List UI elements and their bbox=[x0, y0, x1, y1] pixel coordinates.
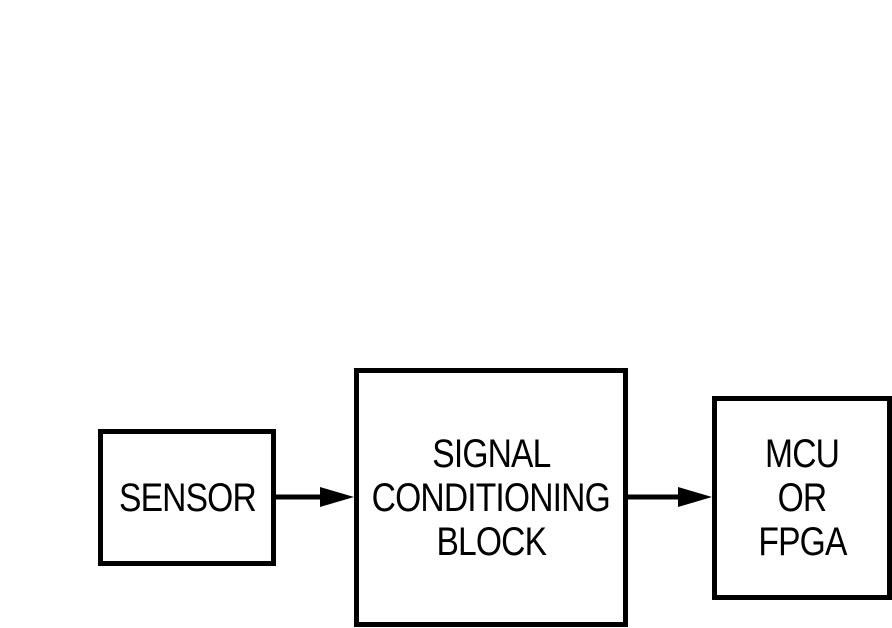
signal-conditioning-label-line-2: CONDITIONING bbox=[371, 475, 611, 520]
mcu-label-line-1: MCU bbox=[765, 432, 840, 476]
arrow-sensor-to-signal-conditioning bbox=[276, 487, 354, 507]
mcu-or-fpga-block: MCU OR FPGA bbox=[712, 396, 892, 600]
signal-conditioning-block: SIGNAL CONDITIONING BLOCK bbox=[354, 368, 628, 627]
sensor-label: SENSOR bbox=[118, 475, 257, 520]
signal-conditioning-label-line-3: BLOCK bbox=[436, 519, 547, 564]
mcu-label-line-2: OR bbox=[777, 476, 828, 520]
mcu-label-line-3: FPGA bbox=[757, 520, 847, 564]
arrow-signal-conditioning-to-processor bbox=[628, 487, 712, 507]
signal-conditioning-label-line-1: SIGNAL bbox=[431, 431, 551, 476]
sensor-block: SENSOR bbox=[98, 429, 276, 566]
